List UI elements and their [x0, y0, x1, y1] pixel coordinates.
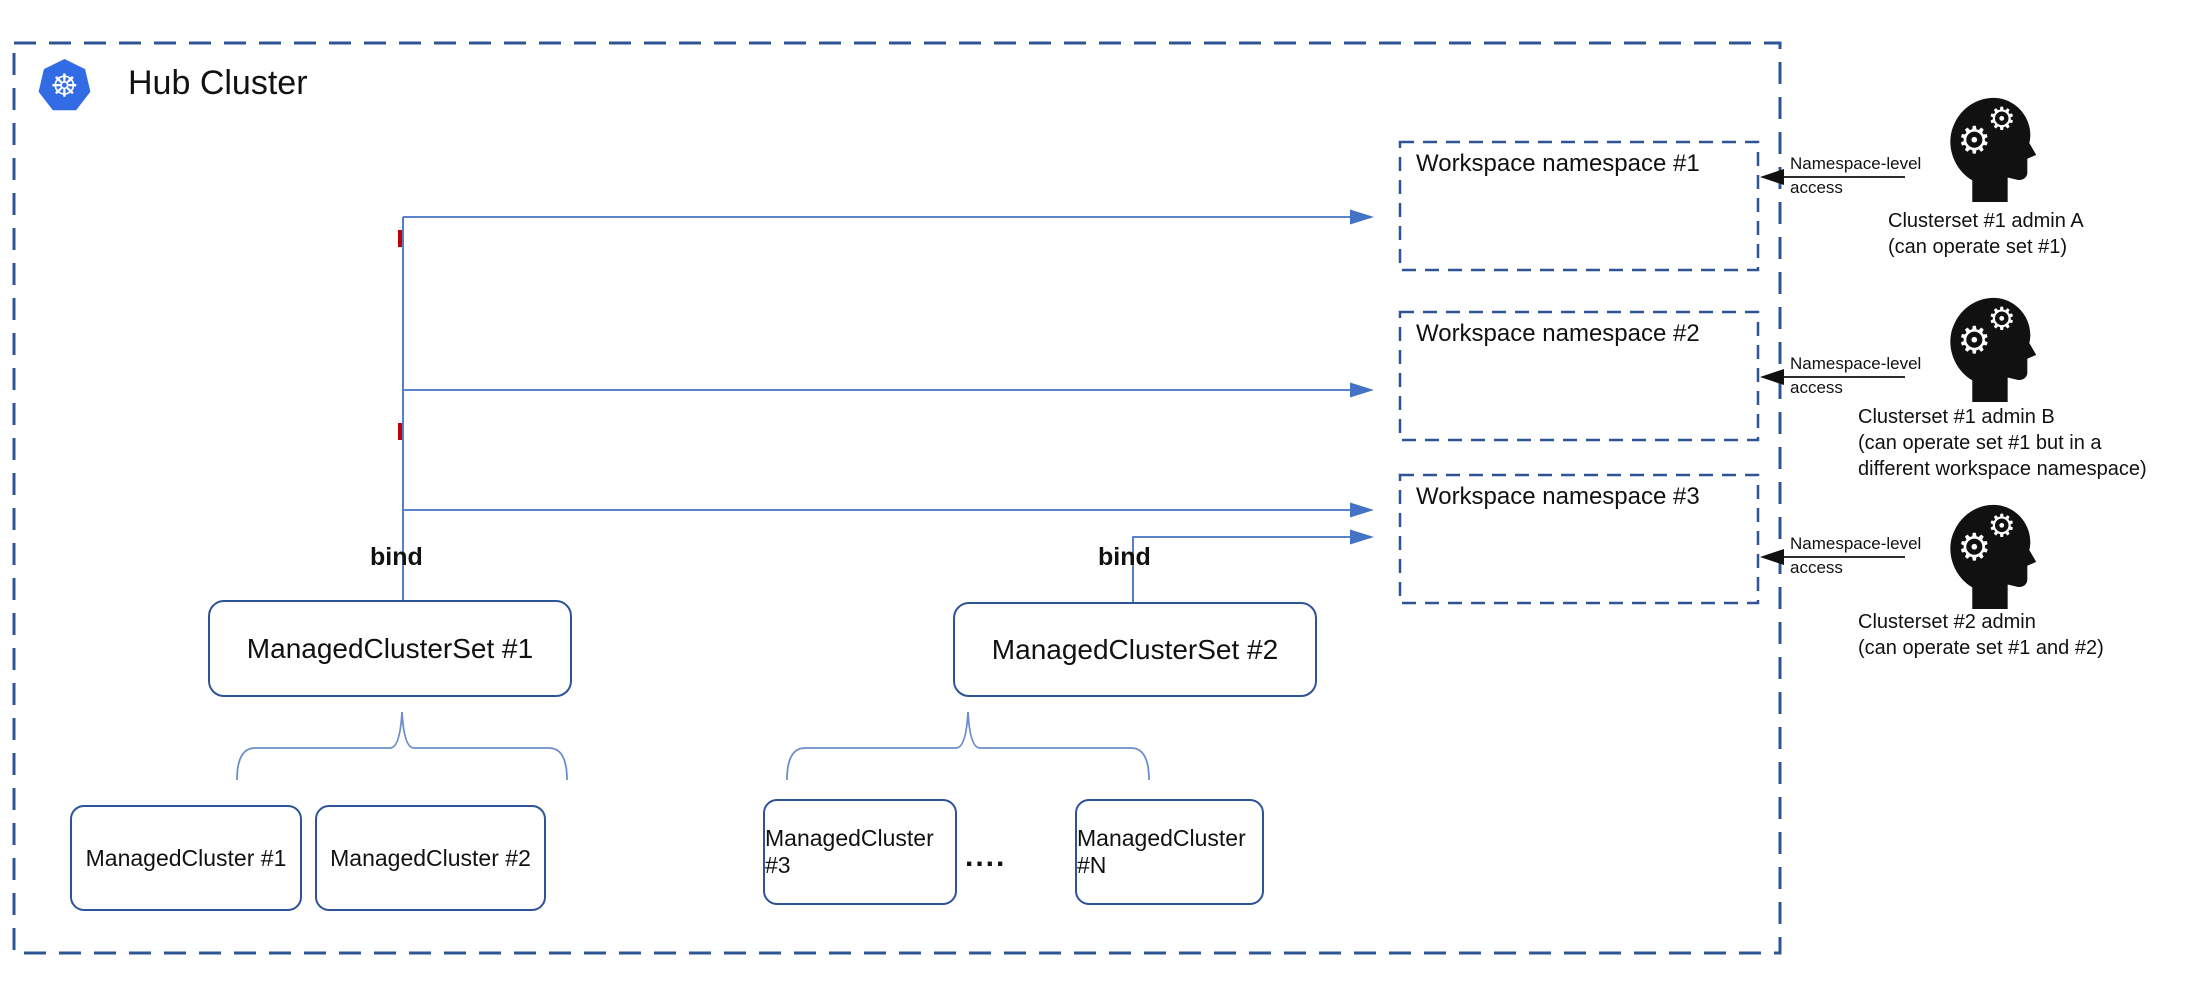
admin-c-head-gears-icon: ⚙ ⚙ [1938, 493, 2038, 611]
access-label-3-line2: access [1790, 558, 1843, 577]
admin-a-caption: Clusterset #1 admin A (can operate set #… [1888, 208, 2188, 260]
managedcluster-1-node[interactable]: ManagedCluster #1 [70, 805, 302, 911]
managedclusterset-2-node[interactable]: ManagedClusterSet #2 [953, 602, 1317, 697]
admin-b-note: (can operate set #1 but in a different w… [1858, 432, 2147, 480]
workspace-namespace-2-label: Workspace namespace #2 [1416, 320, 1700, 347]
workspace-namespace-2-box [1398, 310, 1760, 442]
hub-cluster-boundary [12, 41, 1782, 955]
managedclusterset-2-label: ManagedClusterSet #2 [991, 633, 1279, 665]
managedcluster-1-label: ManagedCluster #1 [85, 844, 287, 871]
arrowhead-workspace3-from-set2 [1350, 529, 1374, 545]
clusterset2-to-workspace3-line [1132, 536, 1352, 602]
managedclusterset-1-node[interactable]: ManagedClusterSet #1 [208, 600, 572, 697]
managedcluster-3-label: ManagedCluster #3 [765, 825, 934, 878]
red-tick-upper [398, 230, 402, 247]
access-label-1-line1: Namespace-level [1790, 154, 1922, 173]
access-label-3-line1: Namespace-level [1790, 534, 1922, 553]
more-clusters-ellipsis: .... [965, 840, 1007, 873]
admin-b-name: Clusterset #1 admin B [1858, 406, 2055, 428]
admin-a-gear-small: ⚙ [1988, 101, 2016, 136]
admin-c-gear-small: ⚙ [1988, 508, 2016, 543]
arrowhead-workspace1 [1350, 209, 1374, 225]
admin-a-gear-large: ⚙ [1957, 119, 1991, 161]
workspace-namespace-1-label: Workspace namespace #1 [1416, 150, 1700, 177]
managedcluster-2-node[interactable]: ManagedCluster #2 [315, 805, 546, 911]
managedclusterset-1-label: ManagedClusterSet #1 [246, 632, 534, 664]
access-arrow2-head [1760, 369, 1784, 385]
access-label-1-line2: access [1790, 178, 1843, 197]
admin-a-note: (can operate set #1) [1888, 236, 2067, 258]
managedcluster-2-label: ManagedCluster #2 [330, 844, 531, 871]
access-label-2-line1: Namespace-level [1790, 354, 1922, 373]
admin-c-note: (can operate set #1 and #2) [1858, 637, 2104, 659]
bind-label-set2: bind [1098, 543, 1151, 571]
workspace-namespace-3-box [1398, 473, 1760, 605]
admin-c-gear-large: ⚙ [1957, 526, 1991, 568]
admin-b-gear-large: ⚙ [1957, 319, 1991, 361]
workspace-namespace-1-box [1398, 140, 1760, 272]
managedcluster-n-node[interactable]: ManagedCluster #N [1075, 799, 1264, 905]
arrowhead-workspace3-from-set1 [1350, 502, 1374, 518]
hub-cluster-title: Hub Cluster [128, 64, 308, 102]
admin-c-caption: Clusterset #2 admin (can operate set #1 … [1858, 609, 2174, 661]
arrowhead-workspace2 [1350, 382, 1374, 398]
access-arrow1-head [1760, 169, 1784, 185]
red-tick-lower [398, 423, 402, 440]
admin-b-caption: Clusterset #1 admin B (can operate set #… [1858, 404, 2174, 482]
admin-b-gear-small: ⚙ [1988, 301, 2016, 336]
kubernetes-logo-icon: ☸ [38, 58, 91, 114]
admin-c-name: Clusterset #2 admin [1858, 611, 2036, 633]
clusterset1-brace [236, 711, 568, 781]
managedcluster-3-node[interactable]: ManagedCluster #3 [763, 799, 957, 905]
admin-a-name: Clusterset #1 admin A [1888, 210, 2084, 232]
admin-b-head-gears-icon: ⚙ ⚙ [1938, 286, 2038, 404]
kubernetes-wheel-glyph: ☸ [50, 68, 78, 104]
admin-a-head-gears-icon: ⚙ ⚙ [1938, 86, 2038, 204]
bind-label-set1: bind [370, 543, 423, 571]
managedcluster-n-label: ManagedCluster #N [1077, 825, 1246, 878]
access-arrow3-head [1760, 549, 1784, 565]
workspace-namespace-3-label: Workspace namespace #3 [1416, 483, 1700, 510]
access-label-2-line2: access [1790, 378, 1843, 397]
clusterset2-brace [786, 711, 1150, 781]
